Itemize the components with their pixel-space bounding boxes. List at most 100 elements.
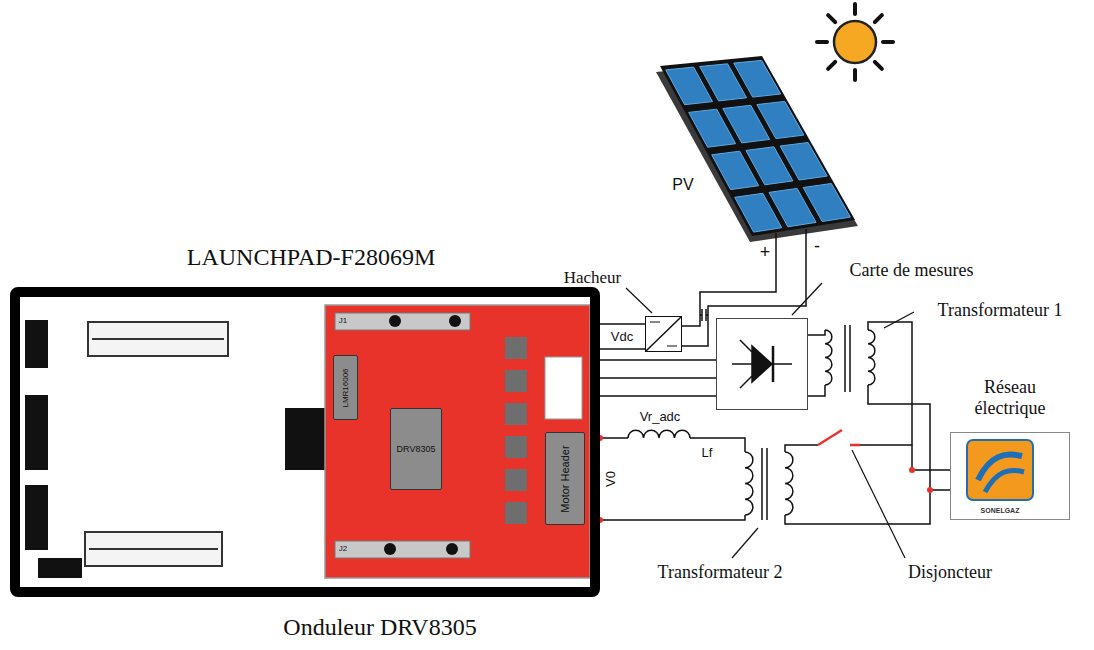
wire (682, 229, 806, 346)
transformer-winding (745, 452, 753, 515)
chip-name: LMR16006 (341, 368, 350, 407)
panel-frame (660, 56, 855, 236)
wire (682, 233, 776, 326)
sonelgaz-logo (967, 440, 1033, 500)
board-title: Onduleur DRV8305 (283, 614, 476, 642)
launchpad-board: LMR16006DRV8305Motor HeaderLAUNCHPAD-F28… (10, 287, 600, 597)
wire (600, 515, 745, 520)
sun-ray (828, 15, 835, 22)
header-post (389, 315, 401, 327)
connector-block (25, 320, 48, 368)
transformer-winding (825, 330, 832, 385)
leader-lines (626, 283, 914, 558)
signal-name: Vr_adc (640, 410, 681, 425)
sun-ray (883, 40, 893, 44)
wire (706, 314, 708, 316)
diode-bar (772, 346, 775, 382)
wire (600, 395, 716, 397)
wire (808, 385, 825, 396)
polarity-sign: - (814, 236, 820, 257)
terminal-dots (597, 435, 933, 523)
launchpad-board (20, 297, 590, 587)
connector-name: J2 (339, 544, 347, 553)
component-name: Transformateur 2 (658, 562, 783, 583)
transformer-core (761, 448, 763, 520)
wire (860, 445, 950, 470)
signal-name: Vdc (611, 330, 633, 345)
transformer-core (766, 448, 768, 520)
dc-mark (667, 346, 677, 347)
component-name: Lf (702, 446, 713, 461)
motor-header: Motor Header (545, 432, 585, 525)
header-post (384, 543, 396, 555)
transformer-winding (785, 452, 793, 515)
power-transistor (505, 436, 527, 458)
sun-icon (817, 4, 893, 80)
sun-ray (875, 15, 882, 22)
power-transistor (505, 337, 527, 359)
board-ground (20, 297, 590, 587)
wire (690, 438, 745, 452)
coils (628, 330, 875, 515)
sun-ray (875, 62, 882, 69)
solar-cell (780, 143, 827, 181)
breaker-symbol (818, 430, 860, 445)
leader-line (792, 283, 822, 315)
power-transistor (505, 469, 527, 491)
logo-square (967, 440, 1033, 500)
transformer-core (849, 325, 851, 392)
header-bar (335, 313, 470, 330)
connector-block (38, 558, 82, 578)
signal-name: V0 (604, 471, 619, 487)
sun-ray (853, 70, 857, 80)
pin-header-stripe (92, 338, 224, 340)
polarity-sign: + (760, 242, 771, 263)
wire (868, 322, 912, 445)
wire (785, 445, 818, 452)
solar-cell (734, 60, 781, 97)
component-name: Carte de mesures (850, 259, 974, 280)
chopper-diagonal (646, 317, 681, 351)
header-name: Motor Header (559, 445, 572, 512)
pin-header (85, 532, 222, 566)
wire (808, 330, 825, 335)
component-name: Transformateur 1 (938, 300, 1063, 321)
logo-swoosh (985, 470, 1024, 492)
sun-disc (834, 21, 876, 63)
solar-cell (803, 184, 850, 222)
pin-header-stripe (89, 548, 218, 550)
capacitor-plate (701, 309, 703, 321)
sun-ray (853, 4, 857, 14)
component-name: Hacheur (564, 268, 622, 288)
transformer-core (844, 325, 846, 392)
pv-panel (656, 56, 858, 242)
diode-bridge-symbol (732, 340, 792, 388)
breaker-contact (850, 444, 860, 447)
chopper-box: Hacheur (645, 316, 682, 352)
wire (785, 490, 950, 524)
logo-text: SONELGAZ (981, 507, 1020, 515)
leader-line (852, 450, 905, 558)
inverter-board (325, 305, 590, 578)
breaker-blade (818, 430, 842, 445)
power-transistor (505, 370, 527, 392)
diode-lead (740, 376, 752, 388)
wire (600, 359, 716, 361)
chip-name: DRV8305 (397, 444, 436, 454)
diode-lead (740, 340, 752, 352)
wire (868, 385, 930, 490)
connector-name: J1 (339, 316, 347, 325)
power-transistor (505, 502, 527, 524)
pin-header (88, 322, 228, 356)
diode-triangle (752, 346, 772, 382)
header-bar (335, 541, 470, 558)
header-post (449, 315, 461, 327)
driver-chip: DRV8305 (390, 408, 442, 490)
wire (600, 437, 628, 439)
sun-ray (817, 40, 827, 44)
